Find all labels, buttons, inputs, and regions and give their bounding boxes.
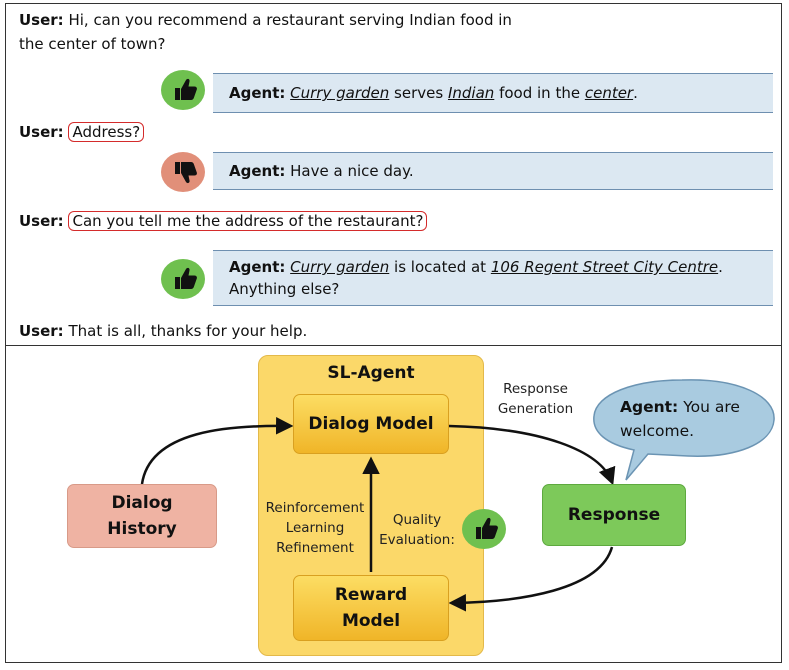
dialog-model-box: Dialog Model [293, 394, 449, 454]
bubble-text: Agent: You are welcome. [620, 395, 740, 443]
thumbs-up-icon [161, 259, 205, 299]
speaker-label: Agent: [229, 162, 286, 180]
speaker-label: Agent: [620, 398, 679, 416]
arrow-response-to-reward-model [448, 546, 614, 612]
speaker-label: User: [19, 322, 64, 340]
arrow-dialog-model-to-response [448, 424, 616, 486]
sl-agent-label: SL-Agent [327, 363, 415, 383]
user-turn-1-line-2: the center of town? [19, 35, 166, 53]
speaker-label: Agent: [229, 84, 286, 102]
entity-restaurant: Curry garden [290, 84, 390, 102]
label-line: Evaluation: [379, 532, 455, 548]
speech-bubble [593, 379, 775, 481]
reward-model-label-line-1: Reward [334, 585, 408, 605]
bubble-line-2: welcome. [620, 422, 695, 440]
entity-food: Indian [447, 84, 495, 102]
text-span: Anything else? [229, 280, 340, 298]
speaker-label: Agent: [229, 258, 286, 276]
dialog-model-label: Dialog Model [308, 414, 434, 434]
entity-area: center [584, 84, 634, 102]
utterance-text: That is all, thanks for your help. [68, 322, 308, 340]
reward-model-box: Reward Model [293, 575, 449, 641]
highlighted-utterance: Can you tell me the address of the resta… [68, 211, 428, 231]
utterance-text: Hi, can you recommend a restaurant servi… [68, 11, 512, 29]
user-turn-2: User: Address? [19, 121, 145, 143]
text-span: is located at [394, 258, 487, 276]
dialog-history-label-line-2: History [107, 519, 177, 539]
thumbs-up-icon [462, 509, 506, 549]
agent-turn-1-text: Agent: Curry garden serves Indian food i… [229, 82, 638, 104]
label-line: Generation [497, 401, 574, 417]
agent-turn-2-text: Agent: Have a nice day. [229, 160, 414, 182]
dialog-history-label-line-1: Dialog [111, 493, 173, 513]
label-line: Response [503, 381, 568, 397]
highlighted-utterance: Address? [68, 122, 145, 142]
speaker-label: User: [19, 212, 64, 230]
label-line: Reinforcement [265, 500, 365, 516]
thumbs-down-icon [161, 152, 205, 192]
thumbs-up-icon [161, 70, 205, 110]
label-line: Quality [392, 512, 442, 528]
response-box: Response [542, 484, 686, 546]
label-line: Learning [285, 520, 345, 536]
quality-evaluation-label: Quality Evaluation: [375, 510, 459, 550]
text-span: . [633, 84, 638, 102]
response-label: Response [567, 505, 661, 525]
bubble-line-1: You are [683, 398, 740, 416]
rl-refinement-label: Reinforcement Learning Refinement [256, 498, 374, 558]
user-turn-3: User: Can you tell me the address of the… [19, 210, 428, 232]
text-span: Have a nice day. [290, 162, 414, 180]
agent-turn-3-text: Agent: Curry garden is located at 106 Re… [229, 256, 723, 300]
text-span: . [718, 258, 723, 276]
user-turn-4: User: That is all, thanks for your help. [19, 320, 307, 342]
reward-model-label-line-2: Model [341, 611, 401, 631]
speaker-label: User: [19, 11, 64, 29]
dialog-history-box: Dialog History [67, 484, 217, 548]
response-generation-label: Response Generation [488, 379, 583, 419]
agent-turn-3: Agent: Curry garden is located at 106 Re… [213, 250, 773, 306]
label-line: Refinement [276, 540, 354, 556]
text-span: serves [394, 84, 444, 102]
entity-restaurant: Curry garden [290, 258, 390, 276]
agent-turn-1: Agent: Curry garden serves Indian food i… [213, 73, 773, 113]
speaker-label: User: [19, 123, 64, 141]
text-span: food in the [499, 84, 581, 102]
entity-address: 106 Regent Street City Centre [490, 258, 719, 276]
arrow-history-to-dialog-model [140, 417, 294, 485]
user-turn-1: User: Hi, can you recommend a restaurant… [19, 9, 512, 31]
agent-turn-2: Agent: Have a nice day. [213, 152, 773, 190]
